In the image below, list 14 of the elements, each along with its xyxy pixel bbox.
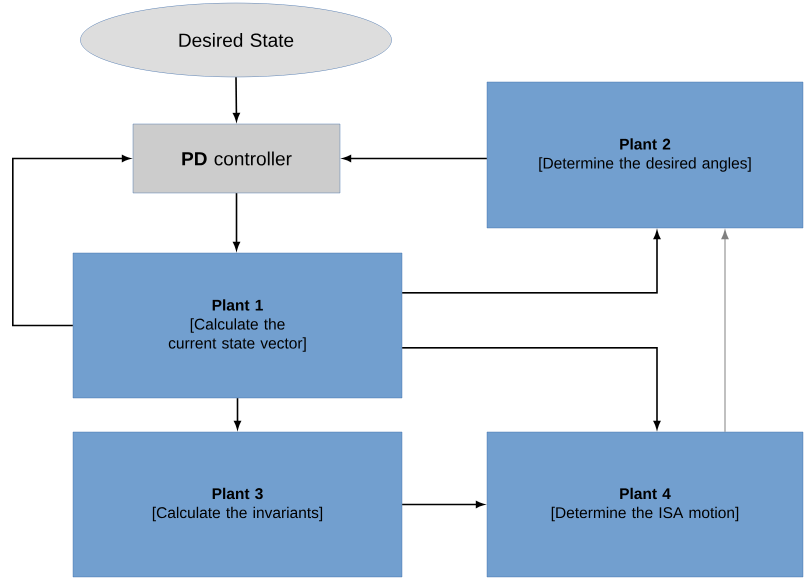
arrow [402,347,660,430]
process-box: Plant 4 [Determine the ISA motion] [486,432,804,578]
arrow [233,193,240,250]
arrow [402,230,660,294]
process-box: Plant 2 [Determine the desired angles] [486,82,804,228]
process-box: Plant 3 [Calculate the invariants] [72,432,402,578]
controller-box: PD controller [132,124,340,194]
arrow [234,398,241,430]
arrow [721,230,729,432]
process-box: Plant 1 [Calculate the current state vector] [72,252,402,398]
arrow [232,77,240,122]
arrow [12,155,130,326]
arrow [402,501,484,508]
arrow [342,155,487,162]
